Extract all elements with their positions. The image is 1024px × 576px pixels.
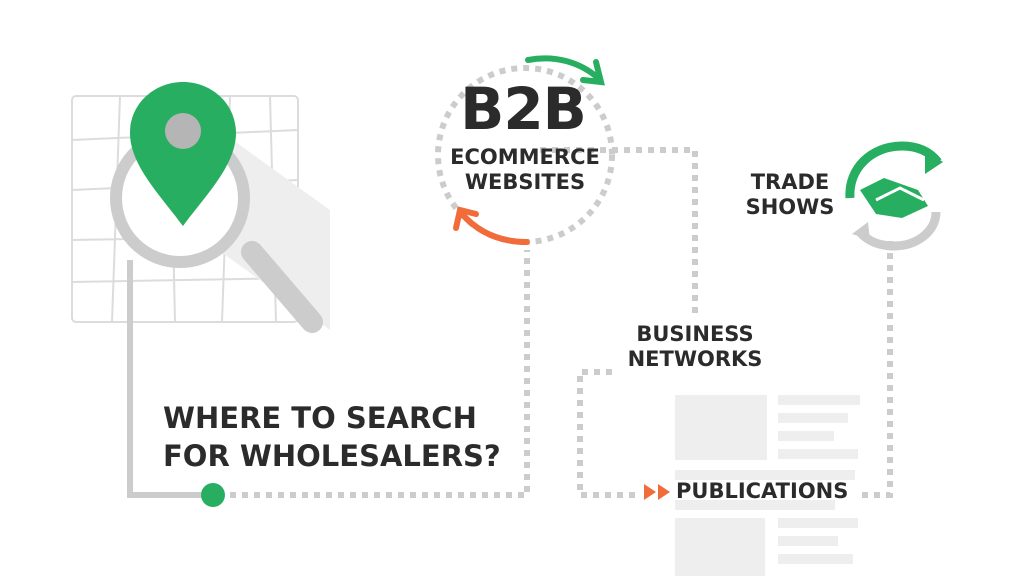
b2b-title: B2B: [460, 75, 587, 143]
location-pin-icon: [130, 82, 236, 226]
trade-shows-line-1: TRADE: [750, 170, 830, 194]
b2b-ecommerce-label: ECOMMERCE WEBSITES: [440, 145, 610, 195]
business-networks-line-2: NETWORKS: [627, 347, 763, 372]
headline-line-2: FOR WHOLESALERS?: [163, 438, 501, 473]
trade-shows-line-2: SHOWS: [745, 195, 835, 220]
b2b-line-1: ECOMMERCE: [450, 145, 600, 169]
newspaper-icon: [675, 395, 860, 576]
business-networks-label: BUSINESS NETWORKS: [610, 322, 780, 372]
publications-label: PUBLICATIONS: [676, 479, 849, 503]
cycle-arrows-icon: [453, 55, 605, 245]
start-dot: [201, 483, 225, 507]
trade-shows-label: TRADE SHOWS: [730, 170, 850, 220]
handshake-icon: [845, 141, 943, 251]
headline: WHERE TO SEARCH FOR WHOLESALERS?: [163, 400, 501, 475]
headline-line-1: WHERE TO SEARCH: [163, 401, 477, 435]
b2b-line-2: WEBSITES: [464, 170, 586, 195]
start-path: [127, 260, 212, 498]
double-chevron-icon: [644, 484, 670, 500]
business-networks-line-1: BUSINESS: [636, 322, 754, 346]
